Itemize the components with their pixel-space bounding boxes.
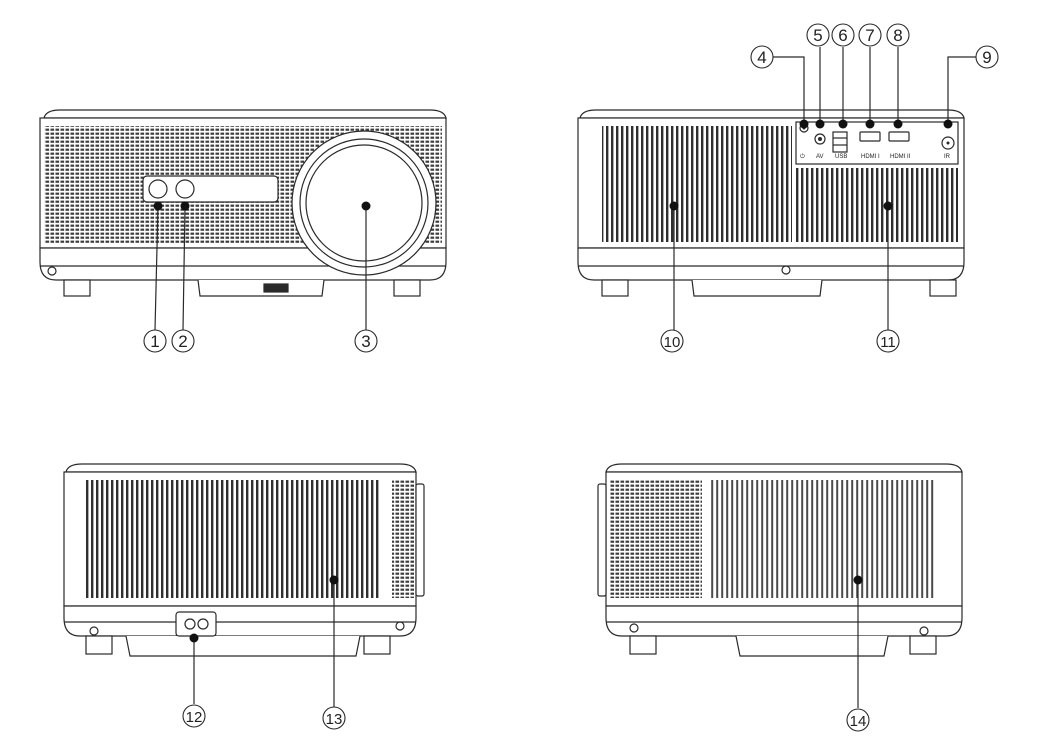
callout-dot-4 (799, 119, 809, 129)
callout-dot-9 (943, 119, 953, 129)
callout-dot-5 (815, 119, 825, 129)
port-label-ir: IR (944, 154, 951, 160)
rear-view (577, 109, 965, 297)
callout-dot-11 (883, 201, 893, 211)
callout-dot-10 (669, 201, 679, 211)
front-view (39, 109, 447, 297)
callout-dot-3 (361, 201, 371, 211)
callout-9: 9 (982, 48, 991, 67)
callout-14: 14 (850, 713, 867, 730)
callout-8: 8 (893, 26, 902, 45)
callout-lines (154, 47, 976, 708)
callout-dots (153, 119, 953, 643)
callout-dot-13 (329, 575, 339, 585)
callout-12: 12 (186, 709, 203, 726)
port-label-usb: USB (835, 154, 847, 160)
callout-dot-14 (853, 575, 863, 585)
callout-dot-2 (180, 201, 190, 211)
callout-dot-8 (893, 119, 903, 129)
callout-7: 7 (865, 26, 874, 45)
left-side-view (63, 463, 425, 657)
callout-10: 10 (664, 334, 681, 351)
callout-1: 1 (150, 332, 159, 351)
callout-3: 3 (361, 332, 370, 351)
port-label-hdmi1: HDMI I (861, 154, 880, 160)
callout-4: 4 (757, 48, 766, 67)
callout-6: 6 (838, 26, 847, 45)
callout-dot-7 (865, 119, 875, 129)
callout-dot-12 (189, 633, 199, 643)
callout-circles (143, 23, 999, 732)
port-label-power: ⏻ (800, 153, 805, 160)
port-label-av: AV (816, 154, 824, 160)
callout-dot-1 (153, 201, 163, 211)
callout-2: 2 (178, 332, 187, 351)
callout-numbers: 1 2 3 4 5 6 7 8 9 10 11 12 13 14 (150, 26, 991, 730)
callout-13: 13 (326, 711, 343, 728)
callout-11: 11 (880, 334, 896, 351)
port-label-hdmi2: HDMI II (890, 154, 911, 160)
callout-dot-6 (838, 119, 848, 129)
callout-5: 5 (813, 26, 822, 45)
right-side-view (597, 463, 963, 657)
